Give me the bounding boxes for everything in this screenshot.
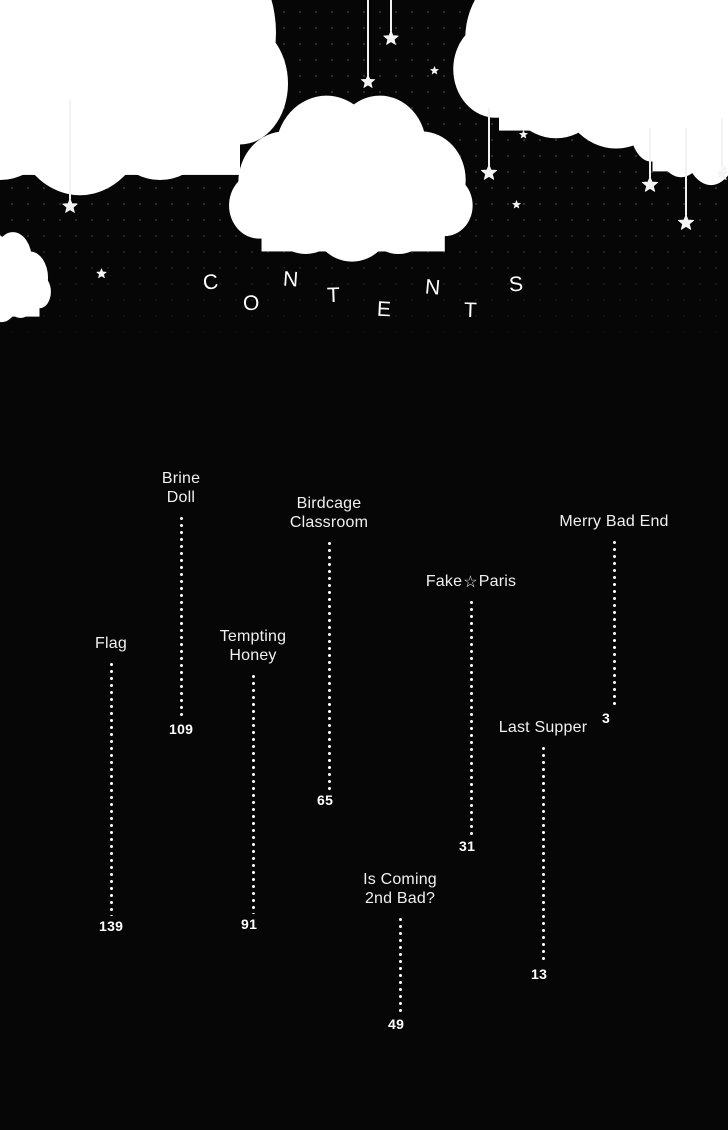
hanging-star <box>477 108 501 187</box>
star-icon <box>677 214 695 236</box>
toc-dotted-leader <box>179 515 183 719</box>
star-icon <box>677 214 695 230</box>
cloud-shape <box>229 88 473 262</box>
hanging-star <box>356 0 380 95</box>
star-icon <box>360 74 376 88</box>
toc-dotted-leader <box>251 673 255 914</box>
toc-entry-label-text: Fake <box>425 573 463 590</box>
star-icon <box>62 198 78 219</box>
hanging-star <box>58 100 82 220</box>
toc-entry-label-line: Flag <box>95 635 127 652</box>
toc-entry-label[interactable]: Is Coming 2nd Bad? <box>363 870 437 908</box>
hanging-string <box>488 108 490 166</box>
toc-dotted-leader <box>469 599 473 836</box>
star-icon <box>480 164 498 186</box>
cloud-shape <box>0 0 288 196</box>
toc-dotted-leader <box>541 745 545 964</box>
toc-entry-label[interactable]: Flag <box>95 634 127 653</box>
star-icon <box>512 200 521 209</box>
hanging-string <box>721 118 723 168</box>
toc-entry-label-line: Merry Bad End <box>559 513 669 530</box>
star-icon <box>519 130 528 139</box>
toc-entry-label-line: Is Coming <box>363 871 437 888</box>
hanging-star <box>379 0 403 52</box>
star-icon <box>714 166 728 180</box>
toc-entry-label[interactable]: Last Supper <box>499 718 587 737</box>
toc-page-number[interactable]: 109 <box>169 721 194 737</box>
star-icon <box>383 30 399 45</box>
hanging-string <box>367 0 369 76</box>
toc-entry-label[interactable]: Merry Bad End <box>559 512 668 531</box>
toc-page-number[interactable]: 91 <box>241 916 258 932</box>
toc-entry-label-line: Classroom <box>289 514 369 531</box>
toc-entry-label-line: Doll <box>166 489 196 506</box>
toc-entry-label-line: Last Supper <box>498 719 588 736</box>
star-icon <box>383 30 399 51</box>
toc-dotted-leader <box>612 539 616 708</box>
star-icon <box>641 176 659 192</box>
toc-page-number[interactable]: 65 <box>317 792 334 808</box>
toc-page-number[interactable]: 3 <box>602 710 611 726</box>
toc-page-number[interactable]: 13 <box>531 966 548 982</box>
star-icon <box>360 74 376 94</box>
toc-entry-label-line: Honey <box>229 647 277 664</box>
star-icon <box>96 266 107 284</box>
toc-entry-label-line: Brine <box>161 470 201 487</box>
cloud-shape <box>0 228 51 323</box>
toc-dotted-leader <box>327 540 331 790</box>
toc-dotted-leader <box>109 661 113 916</box>
toc-page-number[interactable]: 49 <box>388 1016 405 1032</box>
hanging-string <box>390 0 392 32</box>
toc-page-number[interactable]: 31 <box>459 838 476 854</box>
hanging-string <box>69 100 71 200</box>
toc-entry-label-line: 2nd Bad? <box>364 890 436 907</box>
star-outline-icon: ☆ <box>463 574 478 591</box>
cloud-shape <box>629 4 728 186</box>
hanging-star <box>710 118 728 187</box>
star-icon <box>430 66 439 75</box>
hanging-star <box>674 128 698 237</box>
star-icon <box>714 166 728 186</box>
hanging-string <box>685 128 687 216</box>
star-icon <box>641 176 659 198</box>
toc-entry-label-line: Birdcage <box>296 495 362 512</box>
toc-entry-label-text: Paris <box>478 573 517 590</box>
toc-dotted-leader <box>398 916 402 1014</box>
star-icon <box>480 164 498 180</box>
toc-page-number[interactable]: 139 <box>99 918 124 934</box>
toc-entry-label[interactable]: Fake☆Paris <box>426 572 516 592</box>
star-icon <box>62 198 78 213</box>
hanging-string <box>649 128 651 178</box>
toc-entry-label-line: Tempting <box>219 628 287 645</box>
star-icon <box>96 268 107 279</box>
hanging-star <box>638 128 662 199</box>
star-icon <box>519 126 528 144</box>
star-icon <box>512 196 521 214</box>
star-icon <box>430 62 439 80</box>
